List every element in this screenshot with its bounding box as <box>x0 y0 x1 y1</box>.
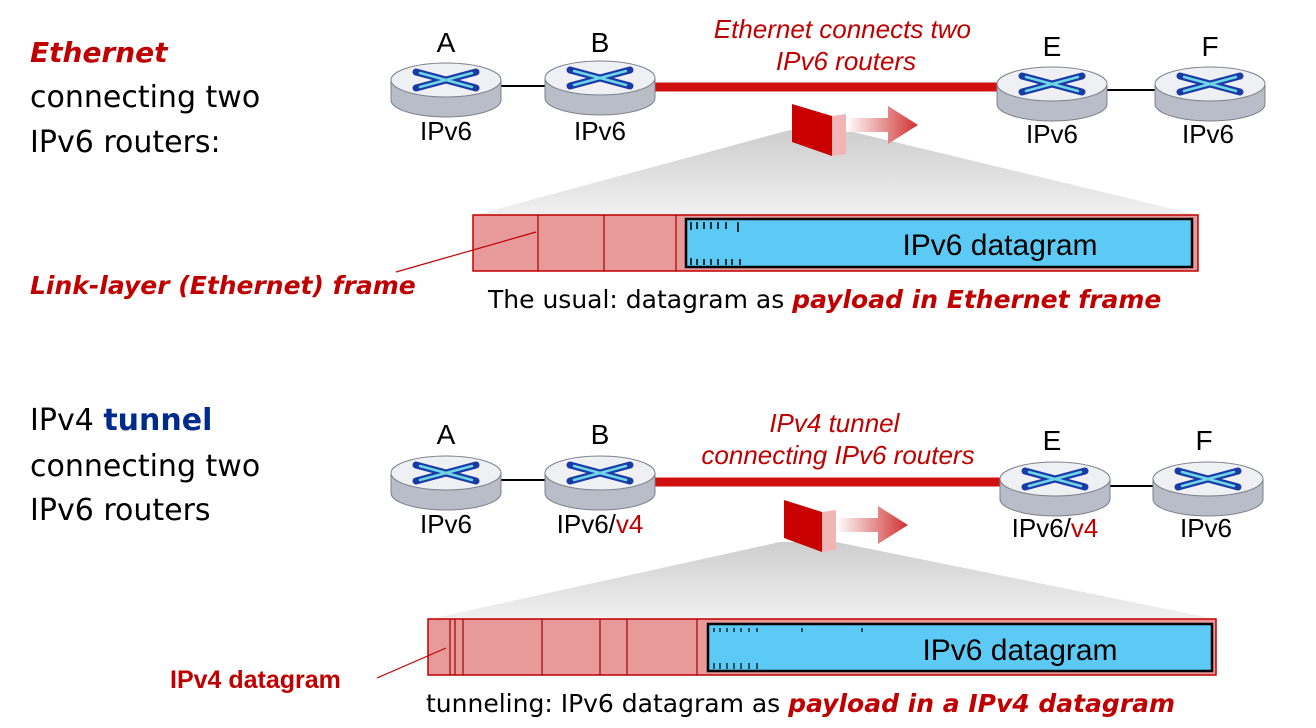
router-name: A <box>437 27 456 58</box>
frame-callout-line <box>395 231 537 273</box>
router-proto: IPv6 <box>420 116 472 146</box>
router-f-bottom <box>1153 462 1263 516</box>
ipv6-datagram-label-top: IPv6 datagram <box>902 229 1097 262</box>
ethernet-frame: IPv6 datagram <box>472 214 1199 272</box>
bottom-heading-line1: IPv4 tunnel <box>30 403 212 438</box>
router-e-bottom <box>1000 462 1110 516</box>
router-b-top <box>545 61 655 115</box>
router-proto: IPv6/v4 <box>557 509 644 539</box>
datagram-callout-line <box>376 647 447 679</box>
ipv6-datagram-label-bottom: IPv6 datagram <box>922 634 1117 667</box>
ipv6-datagram-top <box>684 217 1194 269</box>
router-a-bottom <box>391 456 501 510</box>
router-proto: IPv6 <box>1180 513 1232 543</box>
ipv4-datagram: IPv6 datagram <box>427 618 1217 676</box>
bottom-section: IPv4 tunnel connecting two IPv6 routers … <box>30 403 1263 718</box>
bottom-heading-line3: IPv6 routers <box>30 493 211 528</box>
top-heading-strong: Ethernet <box>30 36 169 69</box>
router-name: A <box>437 419 456 450</box>
router-name: B <box>591 419 610 450</box>
router-f-top <box>1155 67 1265 121</box>
bottom-caption: tunneling: IPv6 datagram as payload in a… <box>426 689 1175 718</box>
router-name: B <box>591 27 610 58</box>
router-proto: IPv6/v4 <box>1012 513 1099 543</box>
router-proto: IPv6 <box>1026 119 1078 149</box>
router-e-top <box>997 67 1107 121</box>
ethernet-link-label: Ethernet connects two IPv6 routers <box>714 14 979 76</box>
ipv6-datagram-bottom <box>706 622 1214 673</box>
datagram-callout-label: IPv4 datagram <box>170 666 341 694</box>
router-name: E <box>1043 31 1062 62</box>
packet-in-flight-bottom <box>430 500 1216 619</box>
top-caption: The usual: datagram as payload in Ethern… <box>487 285 1161 314</box>
tunnel-label: IPv4 tunnel connecting IPv6 routers <box>701 408 974 470</box>
router-name: E <box>1043 425 1062 456</box>
router-a-top <box>391 63 501 117</box>
packet-in-flight-top <box>475 104 1198 215</box>
frame-callout-label: Link-layer (Ethernet) frame <box>30 271 416 300</box>
top-section: Ethernet connecting two IPv6 routers: A … <box>30 14 1265 314</box>
router-proto: IPv6 <box>574 116 626 146</box>
top-heading-line2: connecting two <box>30 80 260 115</box>
router-proto: IPv6 <box>420 509 472 539</box>
top-heading-line3: IPv6 routers: <box>30 125 221 160</box>
bottom-heading-line2: connecting two <box>30 449 260 484</box>
router-proto: IPv6 <box>1182 119 1234 149</box>
router-name: F <box>1201 31 1218 62</box>
router-name: F <box>1195 425 1212 456</box>
router-b-bottom <box>545 456 655 510</box>
